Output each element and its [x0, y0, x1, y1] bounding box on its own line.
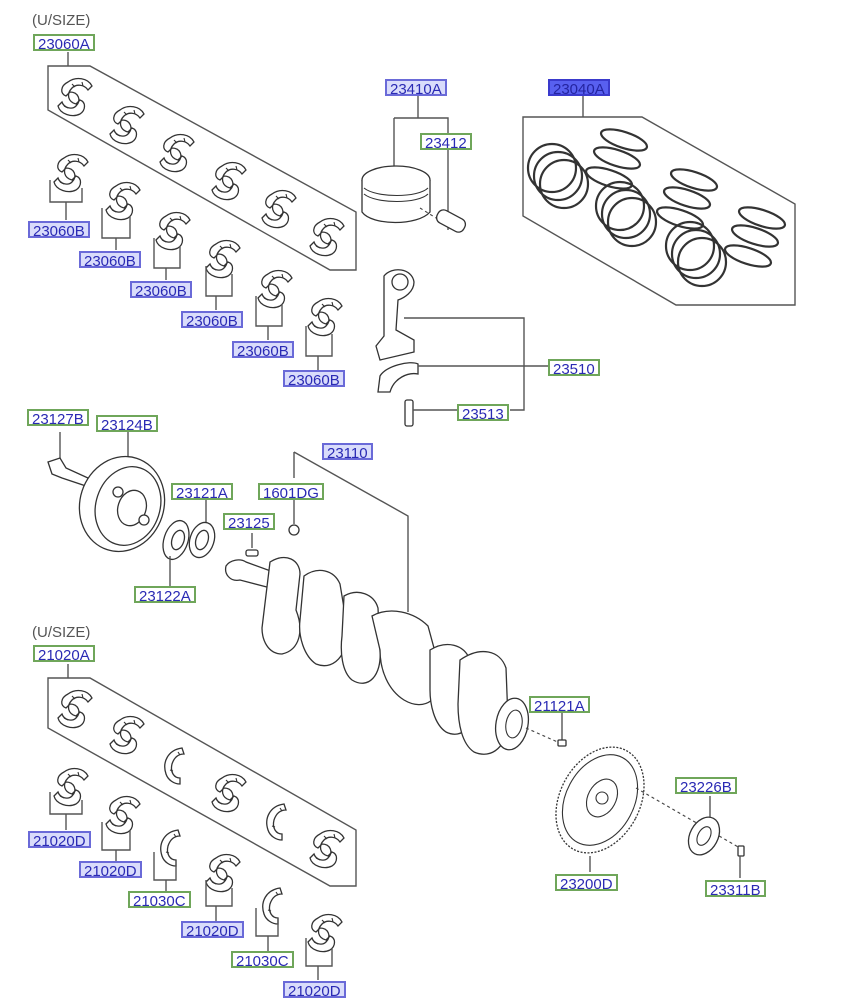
part-label-23513[interactable]: 23513: [457, 404, 509, 423]
lower-bearing-tray: [47, 664, 357, 887]
undersize-note-lower: (U/SIZE): [32, 624, 91, 641]
crank-pulley-assembly: [47, 432, 409, 612]
part-label-23060A[interactable]: 23060A: [33, 34, 95, 53]
part-label-23127B[interactable]: 23127B: [27, 409, 89, 428]
part-label-23124B[interactable]: 23124B: [96, 415, 158, 434]
part-label-21020A[interactable]: 21020A: [33, 645, 95, 664]
crankshaft: [224, 557, 567, 755]
part-label-21121A[interactable]: 21121A: [529, 696, 590, 715]
part-label-21020D[interactable]: 21020D: [283, 981, 346, 1000]
upper-bearing-tray: [47, 52, 357, 271]
part-label-23060B[interactable]: 23060B: [79, 251, 141, 270]
part-label-23060B[interactable]: 23060B: [181, 311, 243, 330]
part-label-21020D[interactable]: 21020D: [79, 861, 142, 880]
piston-assembly: [361, 96, 467, 233]
part-label-21020D[interactable]: 21020D: [28, 831, 91, 850]
part-label-21030C[interactable]: 21030C: [231, 951, 294, 970]
part-label-23060B[interactable]: 23060B: [130, 281, 192, 300]
part-label-1601DG[interactable]: 1601DG: [258, 483, 324, 502]
part-label-23121A[interactable]: 23121A: [171, 483, 233, 502]
part-label-23060B[interactable]: 23060B: [232, 341, 294, 360]
part-label-23410A[interactable]: 23410A: [385, 79, 447, 98]
part-label-23060B[interactable]: 23060B: [28, 221, 90, 240]
upper-bearing-shells: [49, 153, 343, 370]
part-label-23226B[interactable]: 23226B: [675, 777, 737, 796]
flywheel-assembly: [555, 746, 745, 878]
part-label-23200D[interactable]: 23200D: [555, 874, 618, 893]
part-label-23125[interactable]: 23125: [223, 513, 275, 532]
undersize-note-upper: (U/SIZE): [32, 12, 91, 29]
part-label-21030C[interactable]: 21030C: [128, 891, 191, 910]
lower-bearing-shells: [49, 767, 343, 980]
part-label-23060B[interactable]: 23060B: [283, 370, 345, 389]
piston-ring-set: [522, 96, 796, 306]
part-label-23110[interactable]: 23110: [322, 443, 373, 462]
part-label-23122A[interactable]: 23122A: [134, 586, 196, 605]
part-label-23311B[interactable]: 23311B: [705, 880, 766, 899]
connecting-rod: [375, 269, 548, 427]
part-label-23412[interactable]: 23412: [420, 133, 472, 152]
part-label-21020D[interactable]: 21020D: [181, 921, 244, 940]
part-label-23040A-selected[interactable]: 23040A: [548, 79, 610, 98]
part-label-23510[interactable]: 23510: [548, 359, 600, 378]
